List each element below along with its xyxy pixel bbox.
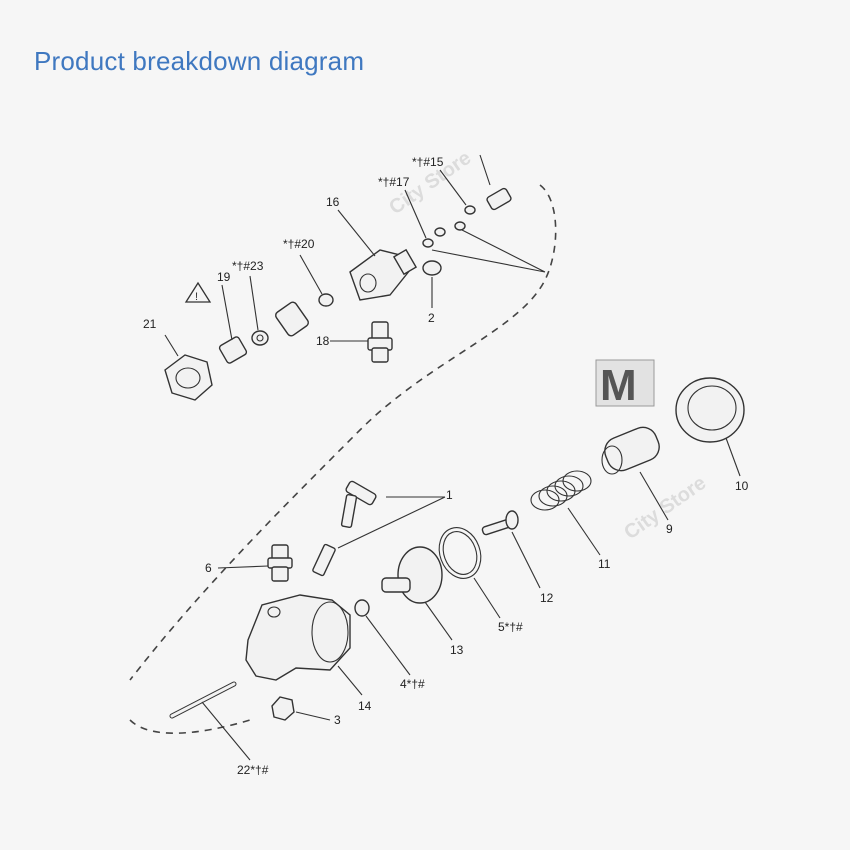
part-3-nut	[271, 696, 331, 721]
label-22: 22*†#	[237, 763, 269, 777]
part-6-nipple	[217, 544, 293, 582]
leader-line	[431, 229, 546, 273]
svg-text:!: !	[195, 291, 198, 303]
label-12: 12	[540, 591, 554, 605]
label-17: *†#17	[378, 175, 410, 189]
part-15-fitting	[439, 154, 512, 231]
assembly-path	[129, 184, 557, 681]
part-12-pin	[481, 510, 541, 589]
label-14: 14	[358, 699, 372, 713]
label-6: 6	[205, 561, 212, 575]
label-13: 13	[450, 643, 464, 657]
page-title: Product breakdown diagram	[34, 46, 365, 76]
part-17-washers	[404, 189, 446, 248]
part-5-oring	[438, 527, 501, 619]
label-4: 4*†#	[400, 677, 425, 691]
part-23-washer	[249, 275, 269, 346]
part-22-rod	[169, 681, 251, 761]
label-18: 18	[316, 334, 330, 348]
part-13-piston	[381, 546, 453, 641]
label-16: 16	[326, 195, 340, 209]
label-11: 11	[598, 557, 611, 571]
label-23: *†#23	[232, 259, 264, 273]
part-10-cap	[675, 377, 745, 477]
part-21-nut	[164, 334, 213, 401]
label-19: 19	[217, 270, 231, 284]
label-9: 9	[666, 522, 673, 536]
part-20-plug	[275, 254, 334, 337]
part-4-washer	[354, 599, 411, 676]
label-21: 21	[143, 317, 157, 331]
part-14-housing	[245, 594, 363, 696]
part-16-body	[337, 209, 418, 301]
brand-logo: M	[595, 359, 655, 410]
part-18-nipple	[330, 321, 393, 363]
part-19-fitting	[218, 284, 248, 364]
svg-text:M: M	[600, 361, 637, 410]
warning-triangle-icon: !	[184, 281, 212, 303]
label-10: 10	[735, 479, 749, 493]
label-5: 5*†#	[498, 620, 523, 634]
label-3: 3	[334, 713, 341, 727]
label-2: 2	[428, 311, 435, 325]
label-1: 1	[446, 488, 453, 502]
part-1-tee	[312, 480, 446, 577]
part-9-cylinder	[601, 426, 669, 521]
part-11-spring	[530, 470, 601, 556]
label-20: *†#20	[283, 237, 315, 251]
part-2-plug	[422, 260, 442, 308]
assembly-path	[129, 719, 251, 734]
label-15: *†#15	[412, 155, 444, 169]
